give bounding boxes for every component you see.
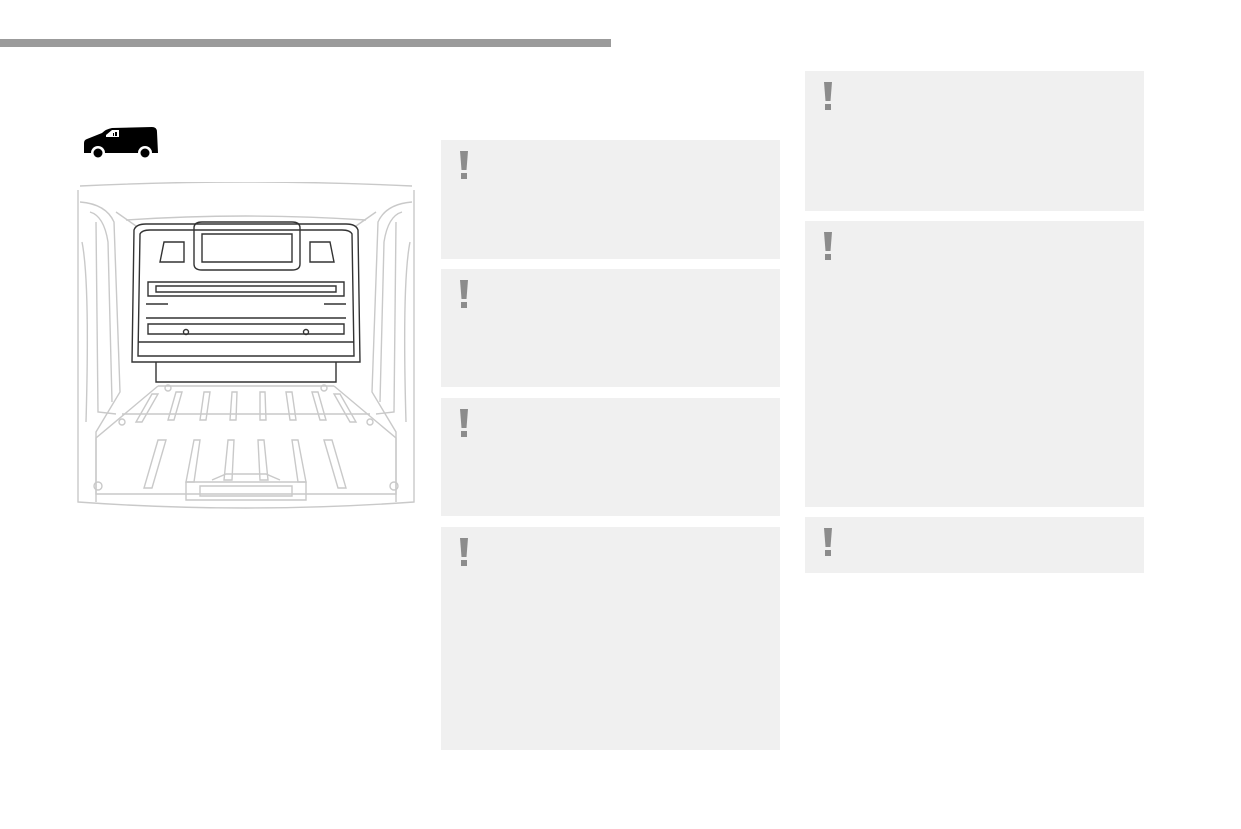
exclamation-icon: [824, 528, 832, 556]
exclamation-icon: [824, 82, 832, 110]
exclamation-icon: [460, 409, 468, 437]
warning-box-6: [805, 221, 1144, 507]
exclamation-icon: [460, 151, 468, 179]
van-icon: [84, 127, 158, 160]
warning-box-1: [441, 140, 780, 259]
warning-box-3: [441, 398, 780, 516]
warning-box-5: [805, 71, 1144, 211]
exclamation-icon: [460, 538, 468, 566]
exclamation-icon: [824, 232, 832, 260]
warning-box-7: [805, 517, 1144, 573]
load-space-illustration: [77, 182, 415, 509]
exclamation-icon: [460, 280, 468, 308]
header-rule: [0, 39, 611, 47]
warning-box-4: [441, 527, 780, 750]
warning-box-2: [441, 269, 780, 387]
